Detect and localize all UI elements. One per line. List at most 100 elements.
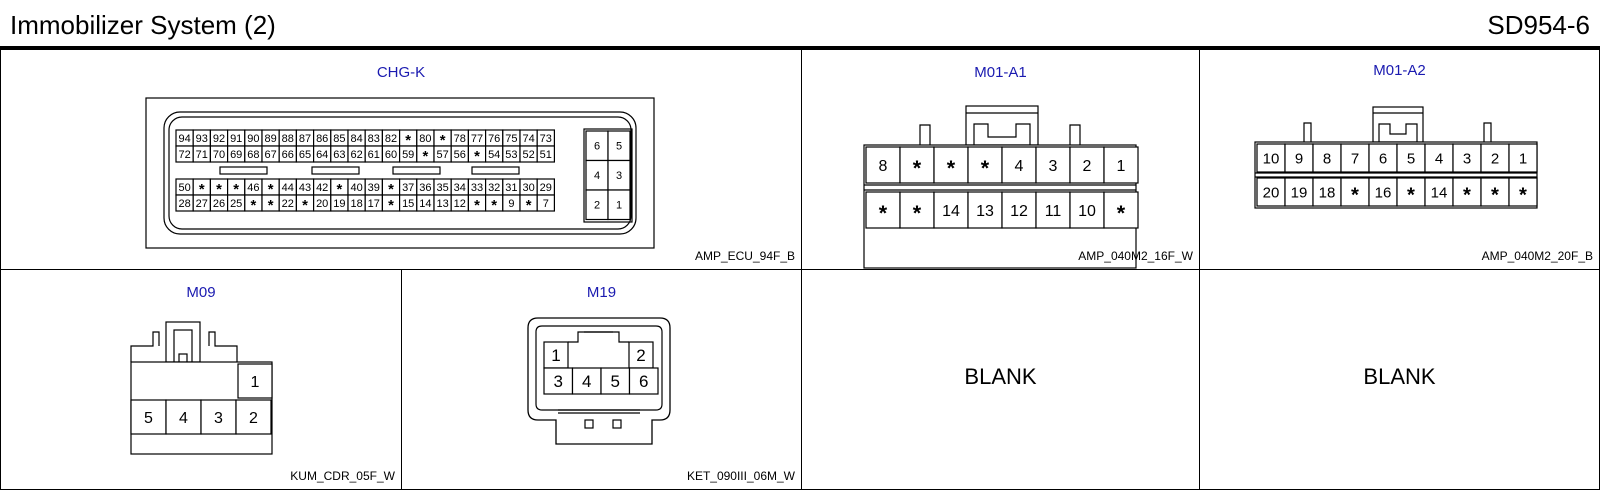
pin-label: 70 — [213, 149, 225, 161]
pin-label: * — [388, 198, 394, 214]
blank-label: BLANK — [964, 364, 1037, 389]
keying-slot — [311, 166, 360, 175]
pin-cell — [899, 146, 935, 184]
pin-cell — [933, 146, 969, 184]
pin-label: 4 — [582, 372, 591, 391]
pin-label: 3 — [214, 410, 223, 427]
pin-label: * — [199, 182, 205, 198]
pin-label: 4 — [1435, 150, 1443, 167]
pin-label: 9 — [1295, 150, 1303, 167]
document-id: SD954-6 — [1487, 10, 1590, 40]
connector-inner-shell — [168, 116, 632, 230]
pin-label: 93 — [196, 133, 208, 145]
pin-label: 4 — [594, 170, 600, 182]
pin-label: 73 — [540, 133, 552, 145]
pin-label: 6 — [639, 372, 648, 391]
pin-label: 13 — [436, 198, 448, 210]
pin-cell — [543, 341, 569, 369]
pin-cell — [1103, 191, 1139, 229]
pin-label: * — [440, 133, 446, 149]
pin-label: * — [251, 198, 257, 214]
pin-label: 78 — [454, 133, 466, 145]
connector-label: M01-A2 — [1373, 62, 1426, 79]
pin-label: 35 — [436, 182, 448, 194]
pin-label: 91 — [230, 133, 242, 145]
pin-label: 29 — [540, 182, 552, 194]
pin-label: 16 — [1375, 184, 1392, 201]
pin-label: 83 — [368, 133, 380, 145]
pin-label: 59 — [402, 149, 414, 161]
pin-label: 3 — [554, 372, 563, 391]
pin-cell — [200, 399, 237, 435]
pin-label: 8 — [879, 158, 888, 175]
pin-label: 89 — [264, 133, 276, 145]
pin-label: 2 — [249, 410, 258, 427]
pin-label: 5 — [1407, 150, 1415, 167]
pin-label: 80 — [419, 133, 431, 145]
connector-label: M09 — [186, 284, 216, 301]
pin-label: 56 — [454, 149, 466, 161]
pin-label: * — [474, 149, 480, 165]
pin-label: 19 — [333, 198, 345, 210]
pin-cell — [536, 194, 556, 212]
pin-label: 65 — [299, 149, 311, 161]
pin-label: 54 — [488, 149, 500, 161]
pin-cell — [1424, 177, 1454, 207]
pin-label: 68 — [247, 149, 259, 161]
keying-slot — [471, 166, 520, 175]
pin-label: 3 — [616, 170, 622, 182]
pin-label: 3 — [1463, 150, 1471, 167]
pin-cell — [235, 399, 272, 435]
pin-label: 67 — [264, 149, 276, 161]
pin-label: 69 — [230, 149, 242, 161]
pin-cell — [899, 191, 935, 229]
pin-label: 87 — [299, 133, 311, 145]
pin-label: * — [268, 198, 274, 214]
keying-slot — [612, 419, 622, 429]
connector-part-code: AMP_040M2_16F_W — [1078, 249, 1193, 263]
pin-label: 9 — [508, 198, 514, 210]
pin-label: 20 — [1263, 184, 1280, 201]
pin-cell — [1508, 143, 1538, 173]
pin-cell — [130, 399, 167, 435]
latch-frame — [130, 331, 160, 362]
lock-tab-detail — [1378, 123, 1418, 142]
connector-inner-shell — [535, 325, 663, 411]
pin-label: 85 — [333, 133, 345, 145]
pin-cell — [1103, 146, 1139, 184]
pin-label: 90 — [247, 133, 259, 145]
pin-label: 14 — [942, 203, 960, 220]
pin-label: * — [491, 198, 497, 214]
pin-label: 22 — [282, 198, 294, 210]
pin-label: * — [947, 155, 956, 180]
pin-label: * — [337, 182, 343, 198]
pin-label: 43 — [299, 182, 311, 194]
pin-cell — [1424, 143, 1454, 173]
connector-label: CHG-K — [376, 64, 426, 81]
pin-cell — [1312, 177, 1342, 207]
pin-label: * — [233, 182, 239, 198]
pin-label: * — [1491, 184, 1499, 206]
pin-label: 88 — [282, 133, 294, 145]
pin-cell — [600, 367, 631, 395]
pin-cell — [571, 367, 602, 395]
pin-label: 14 — [1431, 184, 1448, 201]
pin-label: 27 — [196, 198, 208, 210]
connector-part-code: AMP_ECU_94F_B — [694, 249, 795, 263]
pin-label: 1 — [1519, 150, 1527, 167]
pin-label: 12 — [1010, 203, 1028, 220]
latch-post — [1303, 122, 1312, 142]
pin-label: * — [879, 200, 888, 225]
pin-label: * — [526, 198, 532, 214]
pin-label: 1 — [1117, 158, 1126, 175]
pin-label: 6 — [594, 141, 600, 153]
pin-cell — [1284, 143, 1314, 173]
pin-label: * — [405, 133, 411, 149]
pin-cell — [1396, 143, 1426, 173]
pin-label: * — [423, 149, 429, 165]
pin-cell — [865, 146, 901, 184]
pin-label: 6 — [1379, 150, 1387, 167]
